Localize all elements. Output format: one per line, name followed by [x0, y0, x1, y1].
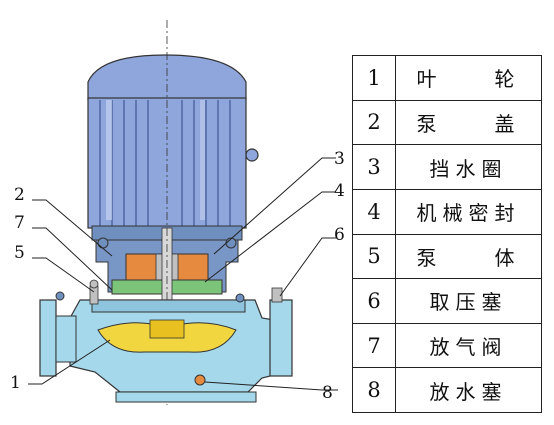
part-name: 泵 体: [395, 233, 542, 280]
outlet-flange: [269, 299, 293, 377]
pump-cover: [91, 299, 246, 313]
callout-5: 5: [14, 243, 25, 263]
callout-4: 4: [334, 181, 345, 201]
part-number: 2: [352, 99, 396, 146]
callout-3: 3: [334, 149, 345, 169]
part-name: 放水塞: [395, 367, 542, 413]
part-name: 挡水圈: [395, 144, 542, 190]
part-name: 放气阀: [395, 322, 542, 369]
part-number: 3: [352, 144, 396, 190]
part-name: 泵 盖: [395, 99, 542, 146]
pump-casing: [39, 279, 293, 403]
pressure-plug: [271, 287, 283, 303]
motor: [87, 54, 259, 241]
part-number: 1: [352, 55, 396, 101]
callout-2: 2: [14, 185, 25, 205]
motor-top-cap: [87, 54, 247, 101]
part-number: 7: [352, 322, 396, 369]
callout-6: 6: [334, 225, 345, 245]
callout-7: 7: [14, 213, 25, 233]
part-number: 6: [352, 278, 396, 324]
callout-8: 8: [322, 383, 333, 403]
vent-valve: [89, 279, 99, 305]
part-name: 机械密封: [395, 188, 542, 235]
part-name: 取压塞: [395, 278, 542, 324]
callout-1: 1: [10, 373, 21, 393]
inlet-flange: [39, 299, 57, 377]
terminal-box: [245, 148, 259, 162]
part-number: 8: [352, 367, 396, 413]
part-number: 5: [352, 233, 396, 280]
callout-labels: 2 7 5 3 4 6 1 8: [10, 149, 345, 403]
part-number: 4: [352, 188, 396, 235]
part-name: 叶 轮: [395, 55, 542, 101]
leader-lines: [28, 157, 338, 391]
pump-base: [115, 391, 257, 403]
drain-plug: [194, 374, 206, 386]
pump-diagram: 2 7 5 3 4 6 1 8: [10, 20, 345, 405]
